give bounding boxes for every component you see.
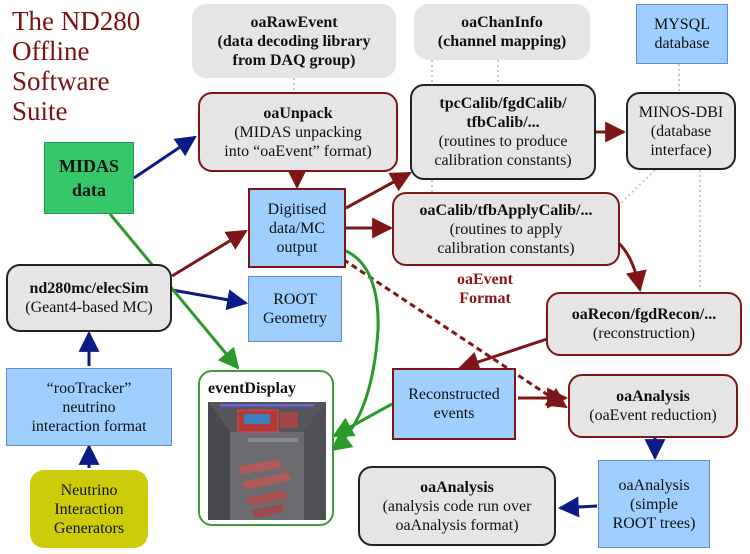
arrow-midas-eventdisplay bbox=[108, 213, 240, 370]
node-reconstructed: Reconstructed events bbox=[392, 368, 516, 440]
title-line: The ND280 bbox=[12, 6, 141, 36]
node-oaanalysis-code: oaAnalysis (analysis code run over oaAna… bbox=[358, 466, 556, 546]
title-line: Offline bbox=[12, 36, 90, 66]
node-desc: (oaEvent reduction) bbox=[589, 407, 717, 424]
node-line: MYSQL bbox=[653, 16, 710, 33]
label-line: oaEvent bbox=[457, 271, 513, 288]
label-line: Format bbox=[459, 290, 511, 307]
node-line: ROOT bbox=[273, 291, 317, 308]
node-line: output bbox=[276, 238, 318, 256]
node-desc: (routines to apply bbox=[449, 220, 563, 238]
node-line: neutrino bbox=[62, 398, 116, 416]
node-line: (database bbox=[650, 122, 712, 140]
node-eventdisplay: eventDisplay bbox=[198, 370, 334, 526]
node-line: database bbox=[654, 35, 710, 52]
node-oaanalysis: oaAnalysis (oaEvent reduction) bbox=[568, 374, 738, 438]
arrow-midas-unpack bbox=[133, 135, 197, 180]
node-digitised: Digitised data/MC output bbox=[248, 188, 346, 268]
node-line: MINOS-DBI bbox=[638, 103, 724, 121]
node-desc: calibration constants) bbox=[434, 152, 572, 169]
oaevent-format-label: oaEvent Format bbox=[440, 270, 530, 308]
node-desc: (analysis code run over bbox=[382, 497, 532, 515]
node-desc: (routines to produce bbox=[438, 133, 568, 150]
node-desc: (data decoding library bbox=[217, 32, 371, 50]
diagram-title: The ND280 Offline Software Suite bbox=[12, 6, 202, 126]
node-midas-data: MIDAS data bbox=[44, 142, 134, 214]
node-line: interface) bbox=[650, 141, 712, 159]
arrow-recon-reconstructed bbox=[458, 334, 557, 372]
node-name: oaRawEvent bbox=[250, 13, 338, 31]
node-desc: calibration constants) bbox=[437, 239, 575, 257]
arrow-nd280mc-geometry bbox=[171, 288, 249, 311]
node-line: Geometry bbox=[263, 310, 327, 327]
node-desc: (channel mapping) bbox=[437, 33, 567, 50]
node-line: data bbox=[71, 180, 106, 200]
node-line: data/MC bbox=[269, 219, 325, 237]
node-minos-dbi: MINOS-DBI (database interface) bbox=[626, 92, 736, 170]
node-oachaninfo: oaChanInfo (channel mapping) bbox=[414, 4, 590, 60]
node-desc: (reconstruction) bbox=[592, 325, 696, 342]
node-root-geometry: ROOT Geometry bbox=[248, 276, 342, 342]
node-rootracker: “rooTracker” neutrino interaction format bbox=[6, 368, 172, 446]
node-name: oaUnpack bbox=[263, 104, 333, 122]
node-line: events bbox=[433, 405, 475, 422]
node-desc: from DAQ group) bbox=[232, 51, 356, 69]
event-display-image bbox=[208, 402, 326, 520]
node-name: eventDisplay bbox=[208, 380, 296, 397]
node-line: interaction format bbox=[31, 417, 147, 435]
title-line: Suite bbox=[12, 96, 68, 126]
node-name: oaAnalysis bbox=[420, 478, 494, 496]
arrow-reconstructed-eventdisplay bbox=[332, 402, 393, 438]
node-oaanalysis-trees: oaAnalysis (simple ROOT trees) bbox=[598, 460, 710, 548]
node-desc: (Geant4-based MC) bbox=[25, 299, 153, 316]
node-oacalib: oaCalib/tfbApplyCalib/... (routines to a… bbox=[392, 192, 620, 266]
node-line: MIDAS bbox=[58, 156, 119, 176]
node-line: “rooTracker” bbox=[46, 379, 132, 397]
arrow-trees-code bbox=[557, 496, 598, 518]
node-name: oaRecon/fgdRecon/... bbox=[571, 306, 717, 323]
node-line: ROOT trees) bbox=[612, 514, 696, 532]
node-mysql: MYSQL database bbox=[636, 4, 728, 64]
node-generators: Neutrino Interaction Generators bbox=[30, 470, 148, 548]
node-name: tfbCalib/... bbox=[466, 114, 540, 131]
node-name: oaAnalysis bbox=[616, 388, 690, 405]
arrow-digitised-oaanalysis bbox=[334, 252, 568, 409]
node-name: tpcCalib/fgdCalib/ bbox=[439, 95, 567, 112]
arrow-nd280mc-digitised bbox=[171, 229, 248, 278]
node-name: oaChanInfo bbox=[461, 14, 543, 31]
node-name: nd280mc/elecSim bbox=[29, 280, 149, 297]
node-line: (simple bbox=[630, 495, 678, 513]
arrow-digitised-tpccalib bbox=[345, 171, 412, 210]
node-tpccalib: tpcCalib/fgdCalib/ tfbCalib/... (routine… bbox=[410, 84, 596, 180]
node-oaunpack: oaUnpack (MIDAS unpacking into “oaEvent”… bbox=[198, 92, 398, 172]
node-line: Generators bbox=[53, 519, 125, 537]
node-line: Digitised bbox=[267, 200, 327, 218]
node-name: oaCalib/tfbApplyCalib/... bbox=[419, 201, 593, 219]
node-line: Interaction bbox=[54, 500, 124, 518]
node-desc: (MIDAS unpacking bbox=[234, 123, 362, 141]
node-oarawevent: oaRawEvent (data decoding library from D… bbox=[192, 4, 396, 78]
node-desc: into “oaEvent” format) bbox=[224, 142, 372, 160]
node-oarecon: oaRecon/fgdRecon/... (reconstruction) bbox=[546, 292, 742, 356]
node-line: oaAnalysis bbox=[618, 476, 690, 494]
title-line: Software bbox=[12, 66, 110, 96]
node-line: Neutrino bbox=[60, 481, 118, 499]
node-line: Reconstructed bbox=[408, 386, 500, 403]
node-desc: oaAnalysis format) bbox=[395, 516, 519, 534]
node-nd280mc: nd280mc/elecSim (Geant4-based MC) bbox=[6, 264, 172, 332]
